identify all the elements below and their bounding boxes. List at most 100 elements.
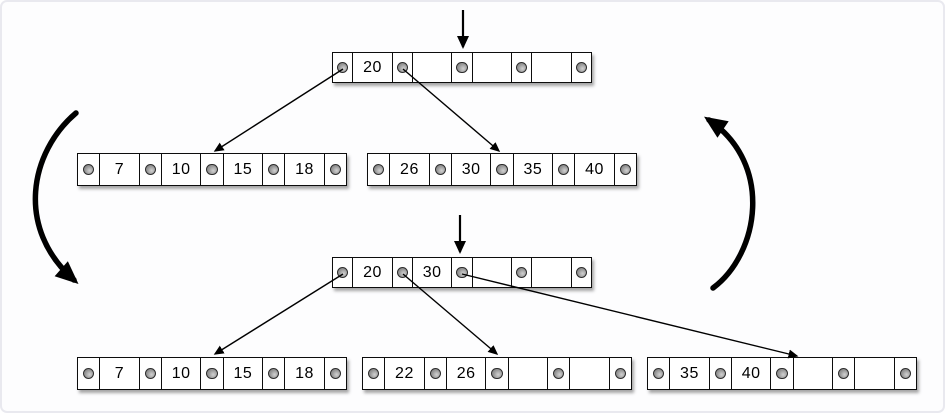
pointer-cell bbox=[393, 53, 413, 82]
pointer-cell bbox=[325, 154, 346, 185]
pointer-cell bbox=[452, 53, 473, 82]
pointer-dot-icon bbox=[714, 367, 727, 380]
btree-leaf-7-18-after: 7 10 15 18 bbox=[77, 357, 347, 390]
pointer-cell bbox=[201, 358, 224, 389]
pointer-dot-icon bbox=[552, 367, 565, 380]
pointer-dot-icon bbox=[837, 367, 850, 380]
pointer-dot-icon bbox=[396, 61, 409, 74]
key-cell bbox=[473, 53, 513, 82]
pointer-cell bbox=[512, 258, 533, 287]
pointer-dot-icon bbox=[557, 163, 570, 176]
key-cell: 35 bbox=[670, 358, 710, 389]
pointer-dot-icon bbox=[899, 367, 912, 380]
key-cell: 20 bbox=[353, 258, 393, 287]
pointer-cell bbox=[333, 258, 354, 287]
pointer-cell bbox=[325, 358, 346, 389]
pointer-cell bbox=[78, 154, 101, 185]
key-cell: 40 bbox=[732, 358, 772, 389]
pointer-cell bbox=[895, 358, 916, 389]
pointer-cell bbox=[512, 53, 533, 82]
pointer-cell bbox=[710, 358, 732, 389]
key-cell: 26 bbox=[390, 154, 430, 185]
pointer-dot-icon bbox=[776, 367, 788, 380]
pointer-cell bbox=[78, 358, 101, 389]
pointer-dot-icon bbox=[619, 163, 632, 176]
transition-arrow-right-icon bbox=[704, 116, 756, 291]
key-cell: 7 bbox=[100, 154, 140, 185]
key-cell: 30 bbox=[452, 154, 492, 185]
pointer-cell bbox=[548, 358, 571, 389]
pointer-cell bbox=[610, 358, 631, 389]
key-cell: 22 bbox=[385, 358, 425, 389]
pointer-cell bbox=[140, 154, 162, 185]
key-cell: 18 bbox=[285, 358, 325, 389]
key-cell: 35 bbox=[514, 154, 554, 185]
pointer-dot-icon bbox=[267, 367, 280, 380]
pointer-dot-icon bbox=[396, 266, 409, 279]
key-cell: 7 bbox=[100, 358, 140, 389]
pointer-dot-icon bbox=[144, 367, 157, 380]
pointer-cell bbox=[140, 358, 162, 389]
btree-root-before: 20 bbox=[332, 52, 592, 83]
pointer-dot-icon bbox=[336, 266, 349, 279]
pointer-dot-icon bbox=[206, 163, 218, 176]
btree-leaf-35-40-after: 35 40 bbox=[647, 357, 917, 390]
key-cell bbox=[473, 258, 513, 287]
pointer-dot-icon bbox=[82, 367, 95, 380]
pointer-cell bbox=[425, 358, 447, 389]
pointer-dot-icon bbox=[144, 163, 157, 176]
pointer-cell bbox=[648, 358, 671, 389]
pointer-cell bbox=[393, 258, 413, 287]
pointer-cell bbox=[201, 154, 224, 185]
pointer-cell bbox=[430, 154, 452, 185]
key-cell bbox=[855, 358, 895, 389]
key-cell: 18 bbox=[285, 154, 325, 185]
pointer-dot-icon bbox=[267, 163, 280, 176]
key-cell: 15 bbox=[224, 154, 264, 185]
pointer-dot-icon bbox=[336, 61, 349, 74]
pointer-dot-icon bbox=[429, 367, 442, 380]
pointer-dot-icon bbox=[206, 367, 218, 380]
pointer-dot-icon bbox=[491, 367, 503, 380]
btree-root-after: 20 30 bbox=[332, 257, 592, 288]
btree-leaf-7-18-before: 7 10 15 18 bbox=[77, 153, 347, 186]
pointer-dot-icon bbox=[82, 163, 95, 176]
pointer-cell bbox=[368, 154, 391, 185]
pointer-cell bbox=[771, 358, 794, 389]
pointer-dot-icon bbox=[372, 163, 385, 176]
btree-leaf-22-26-after: 22 26 bbox=[362, 357, 632, 390]
pointer-cell bbox=[486, 358, 509, 389]
key-cell: 40 bbox=[575, 154, 615, 185]
pointer-cell bbox=[491, 154, 514, 185]
key-cell bbox=[570, 358, 610, 389]
pointer-cell bbox=[363, 358, 386, 389]
pointer-dot-icon bbox=[367, 367, 380, 380]
transition-arrow-left-icon bbox=[32, 110, 79, 284]
pointer-dot-icon bbox=[329, 367, 342, 380]
pointer-cell bbox=[263, 358, 286, 389]
pointer-dot-icon bbox=[614, 367, 627, 380]
key-cell: 10 bbox=[162, 154, 202, 185]
key-cell bbox=[532, 53, 572, 82]
pointer-cell bbox=[333, 53, 354, 82]
pointer-dot-icon bbox=[434, 163, 447, 176]
key-cell: 10 bbox=[162, 358, 202, 389]
pointer-dot-icon bbox=[515, 61, 528, 74]
child-link-bottom-left bbox=[213, 273, 344, 355]
key-cell bbox=[413, 53, 453, 82]
pointer-cell bbox=[553, 154, 576, 185]
pointer-dot-icon bbox=[496, 163, 508, 176]
pointer-cell bbox=[263, 154, 286, 185]
pointer-dot-icon bbox=[652, 367, 665, 380]
pointer-dot-icon bbox=[456, 61, 468, 74]
key-cell: 15 bbox=[224, 358, 264, 389]
pointer-cell bbox=[615, 154, 636, 185]
pointer-dot-icon bbox=[575, 266, 588, 279]
pointer-dot-icon bbox=[456, 266, 468, 279]
key-cell bbox=[794, 358, 834, 389]
pointer-cell bbox=[452, 258, 473, 287]
btree-leaf-26-40-before: 26 30 35 40 bbox=[367, 153, 637, 186]
pointer-dot-icon bbox=[329, 163, 342, 176]
key-cell: 26 bbox=[447, 358, 487, 389]
